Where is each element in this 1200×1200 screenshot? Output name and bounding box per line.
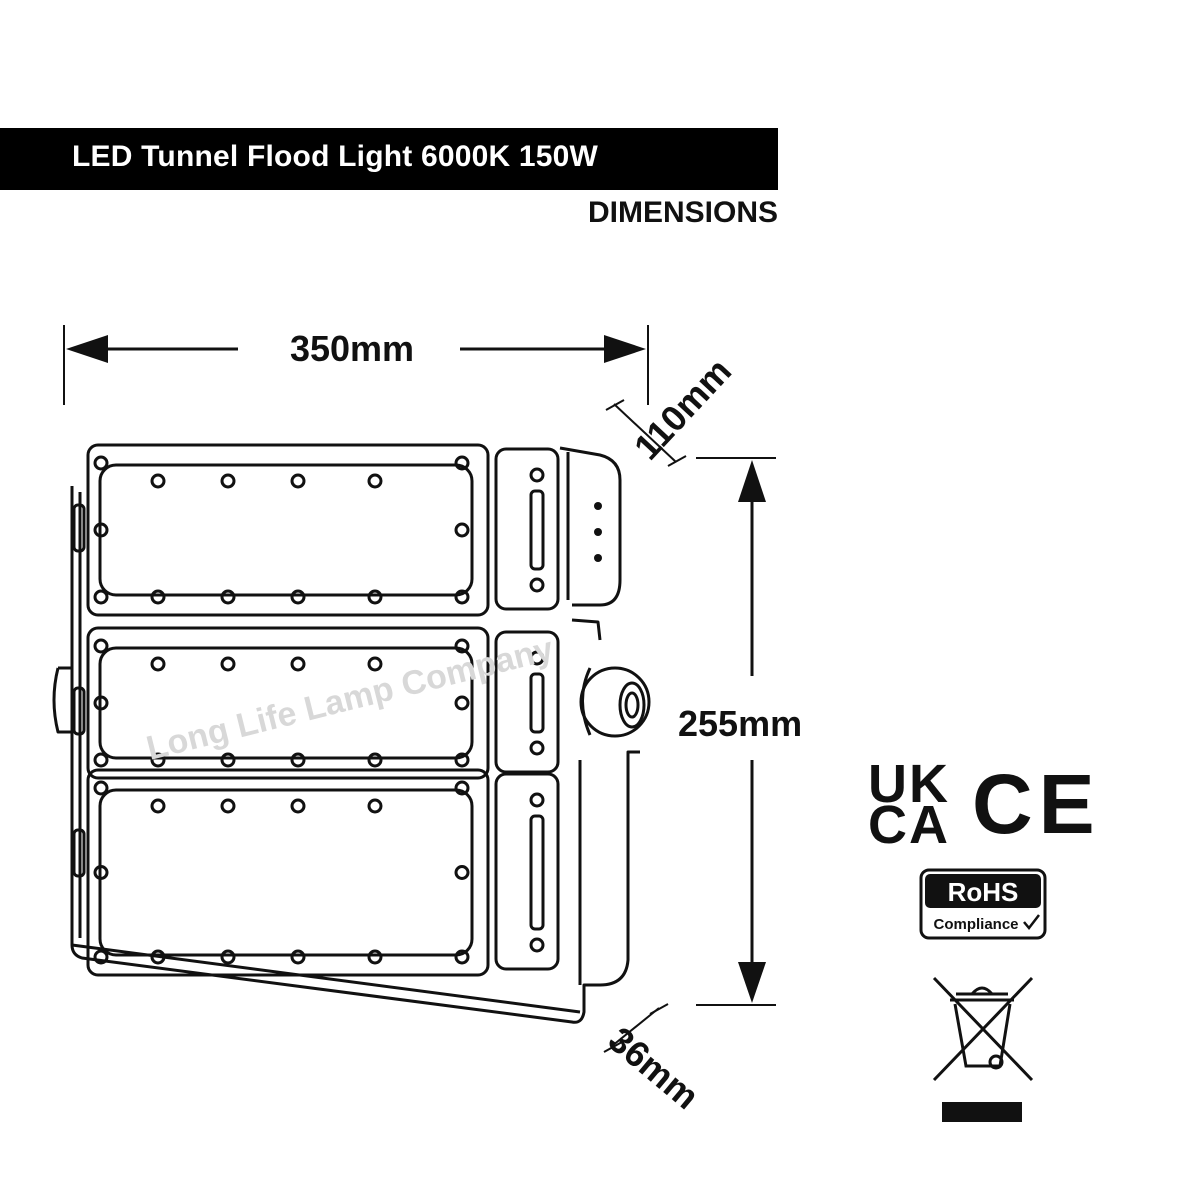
rohs-subtitle: Compliance (933, 916, 1018, 933)
page-title: LED Tunnel Flood Light 6000K 150W (72, 140, 599, 173)
page-subtitle: DIMENSIONS (587, 196, 778, 229)
led-module-3 (72, 768, 560, 977)
check-icon (1023, 914, 1040, 930)
arrow-left-icon (66, 335, 108, 363)
led-module-2 (72, 626, 560, 780)
arrow-up-icon (738, 460, 766, 502)
indicator-dot (594, 502, 602, 510)
pivot-knob (579, 666, 651, 738)
height-dimension: 255mm (678, 457, 802, 1006)
depth-bottom-dimension: 36mm (601, 1003, 707, 1117)
depth-top-dimension: 110mm (605, 350, 739, 467)
rohs-badge: RoHS Compliance (919, 868, 1047, 940)
depth-bottom-label: 36mm (601, 1019, 707, 1117)
rohs-title: RoHS (948, 877, 1019, 907)
height-label: 255mm (678, 703, 802, 744)
ukca-mark: UK CA (868, 754, 950, 855)
indicator-dot (594, 554, 602, 562)
title-bar: LED Tunnel Flood Light 6000K 150W (0, 128, 778, 190)
crossed-out-wheelie-bin-icon (932, 976, 1034, 1122)
arrow-down-icon (738, 962, 766, 1003)
depth-top-label: 110mm (626, 350, 739, 467)
ukca-bottom-label: CA (868, 795, 950, 855)
indicator-dot (594, 528, 602, 536)
led-modules (72, 443, 602, 977)
width-label: 350mm (290, 328, 414, 369)
ukca-top-label: UK (868, 754, 950, 814)
ce-mark: CE (972, 757, 1101, 851)
ce-label: CE (972, 757, 1101, 851)
width-dimension: 350mm (63, 325, 649, 405)
arrow-right-icon (604, 335, 646, 363)
led-module-1 (72, 443, 560, 617)
flood-light-drawing (52, 446, 651, 1024)
